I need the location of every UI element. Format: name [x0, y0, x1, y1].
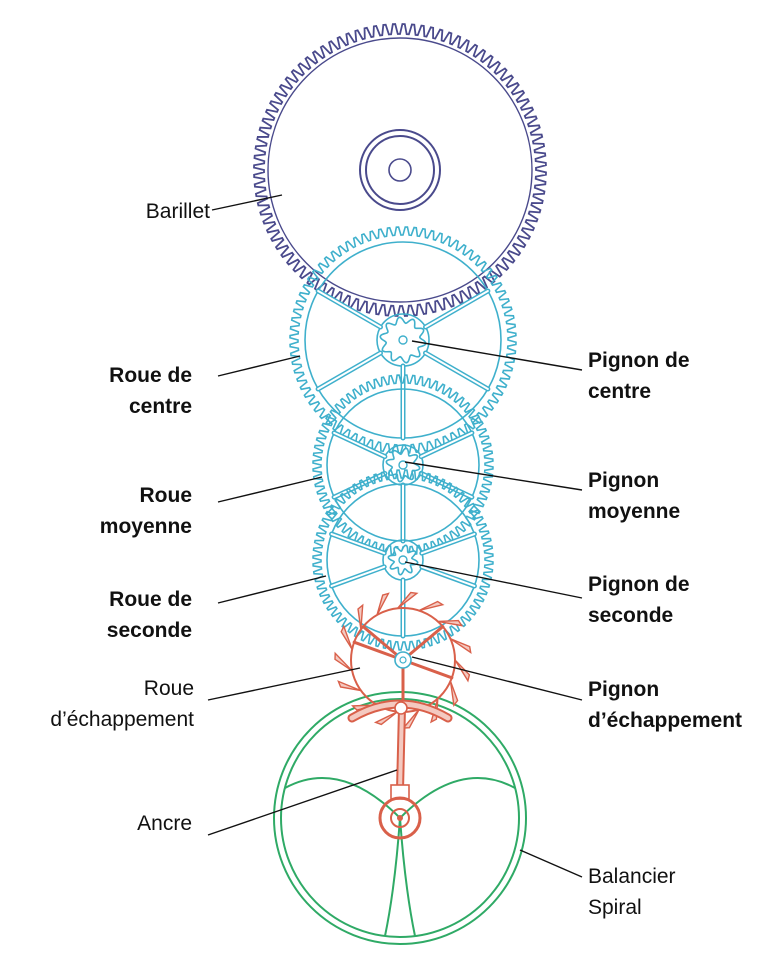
balance-staff — [397, 815, 403, 821]
barillet-teeth — [254, 24, 546, 316]
balance-arm — [400, 778, 515, 818]
label-ancre: Ancre — [40, 808, 192, 839]
spoke — [421, 433, 472, 457]
escape-tooth — [398, 593, 417, 609]
barillet-arbor — [389, 159, 411, 181]
leader-line — [405, 562, 582, 598]
leader-line — [520, 850, 582, 877]
label-barillet: Barillet — [60, 196, 210, 227]
leader-line — [218, 477, 322, 502]
escape-pinion — [395, 652, 411, 668]
spoke — [422, 567, 475, 586]
escape-tooth — [451, 681, 458, 705]
pallet-pivot — [395, 702, 407, 714]
leader-line — [218, 356, 300, 376]
barillet-hub-inner — [366, 136, 434, 204]
spoke — [332, 567, 385, 586]
spoke — [409, 627, 443, 655]
leader-line — [412, 657, 582, 700]
escape-tooth — [376, 712, 398, 725]
pallet-lever-fill — [400, 708, 402, 790]
leader-line — [218, 576, 326, 603]
ancre — [352, 702, 448, 838]
roue-de-centre-pinion — [380, 317, 425, 362]
escape-tooth — [419, 602, 443, 611]
leader-lines — [208, 195, 582, 877]
barillet-gear — [254, 24, 546, 316]
barillet-inner-ring — [268, 38, 532, 302]
leader-line — [208, 668, 360, 700]
escape-tooth — [341, 626, 352, 649]
spoke — [318, 353, 380, 389]
pinion-leaves — [380, 317, 425, 362]
barillet-hub-outer — [360, 130, 440, 210]
balance-arm — [285, 778, 400, 818]
escape-tooth — [335, 653, 352, 671]
